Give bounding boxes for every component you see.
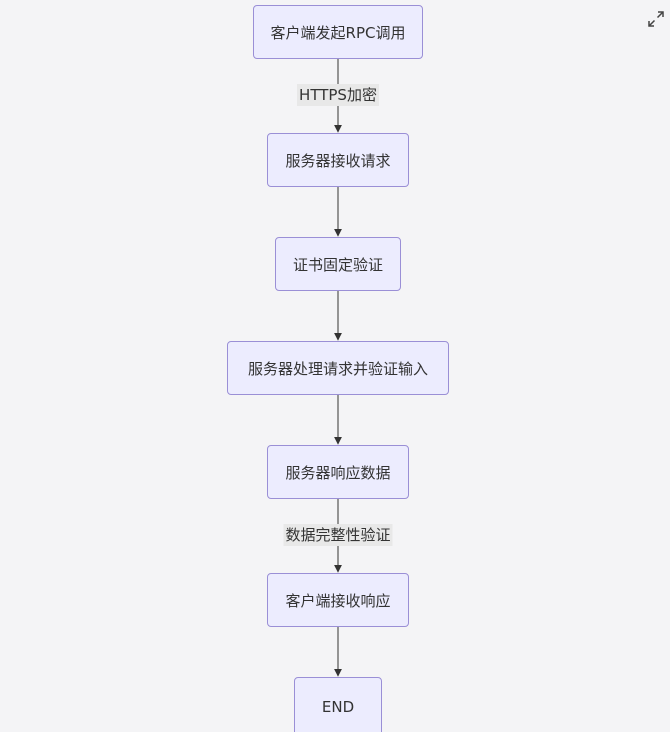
node-server-processes-request: 服务器处理请求并验证输入 <box>227 341 449 395</box>
node-client-initiates-rpc: 客户端发起RPC调用 <box>253 5 423 59</box>
node-server-receives-request: 服务器接收请求 <box>267 133 409 187</box>
node-client-receives-response: 客户端接收响应 <box>267 573 409 627</box>
edge-label-data-integrity: 数据完整性验证 <box>283 524 393 546</box>
node-end: END <box>294 677 382 732</box>
edge-label-https-encryption: HTTPS加密 <box>297 84 379 106</box>
expand-icon[interactable] <box>646 9 666 29</box>
node-certificate-pinning: 证书固定验证 <box>275 237 401 291</box>
node-server-responds: 服务器响应数据 <box>267 445 409 499</box>
